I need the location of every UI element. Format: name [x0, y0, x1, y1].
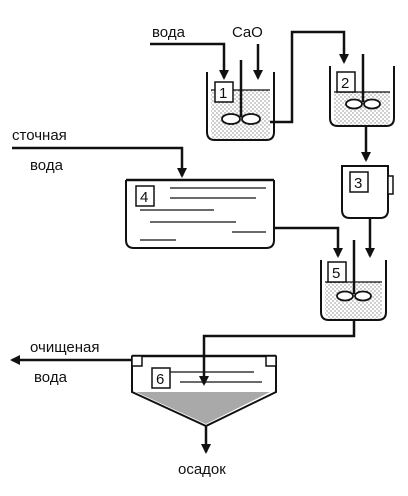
flow-4-to-5-arrow-icon: [274, 226, 343, 258]
tank-3-number: 3: [354, 175, 362, 192]
flow-5-to-6-arrow-icon: [199, 320, 356, 386]
stirrer-icon: [336, 240, 372, 302]
settler-6-number: 6: [156, 371, 164, 388]
label-sediment: осадок: [178, 461, 226, 478]
tank-1: 1: [206, 60, 275, 141]
water-input-arrow-icon: [150, 42, 229, 80]
label-wastewater-line1: сточная: [12, 127, 67, 144]
tank-4: 4: [125, 178, 275, 249]
label-water-in: вода: [152, 24, 186, 41]
tank-3: 3: [341, 165, 394, 219]
label-wastewater-line2: вода: [30, 157, 64, 174]
wastewater-input-arrow-icon: [12, 146, 187, 178]
stirrer-icon: [345, 54, 381, 110]
settler-6: 6: [131, 354, 277, 428]
tank-2-number: 2: [341, 75, 349, 92]
stirrer-icon: [221, 60, 261, 125]
flow-1-to-2-arrow-icon: [270, 30, 349, 124]
label-purified-line2: вода: [34, 369, 68, 386]
tank-1-number: 1: [219, 85, 227, 102]
tank-5: 5: [320, 240, 387, 321]
tank-5-number: 5: [332, 265, 340, 282]
label-purified-line1: очищеная: [30, 339, 99, 356]
tank-4-number: 4: [140, 189, 148, 206]
tank-2: 2: [329, 54, 395, 127]
label-lime: CaO: [232, 24, 263, 41]
